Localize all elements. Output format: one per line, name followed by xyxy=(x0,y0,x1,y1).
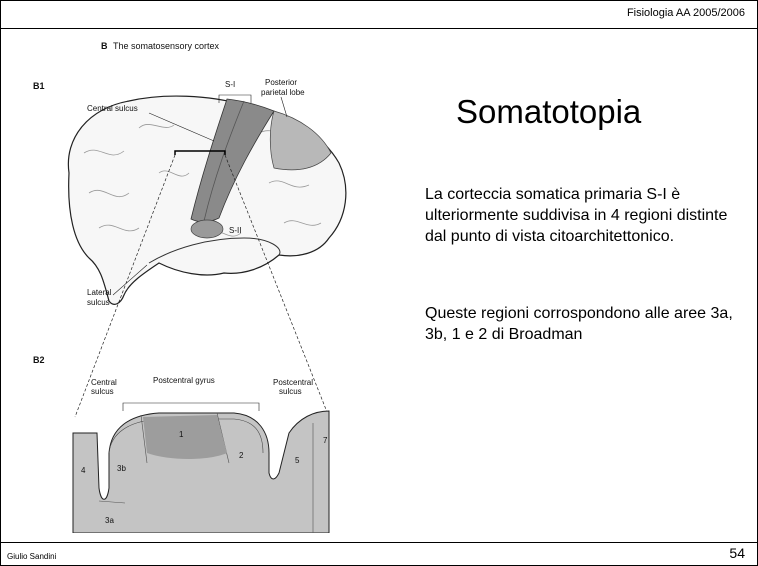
area-1-label: 1 xyxy=(179,430,184,439)
course-label: Fisiologia AA 2005/2006 xyxy=(627,7,745,19)
parietal-lobe-label: parietal lobe xyxy=(261,88,305,97)
paragraph-1: La corteccia somatica primaria S-I è ult… xyxy=(425,184,745,247)
posterior-label: Posterior xyxy=(265,78,297,87)
somatosensory-cortex-figure: B The somatosensory cortex B1 Central su… xyxy=(29,33,359,533)
header-divider xyxy=(1,28,757,29)
central-sulcus-label: Central sulcus xyxy=(87,104,138,113)
author-label: Giulio Sandini xyxy=(7,552,56,561)
panel-b-title: The somatosensory cortex xyxy=(113,41,220,51)
area-3a-label: 3a xyxy=(105,516,114,525)
posterior-parietal-region xyxy=(270,111,331,170)
postcentral-bracket xyxy=(123,403,259,411)
paragraph-2: Queste regioni corrospondono alle aree 3… xyxy=(425,303,745,345)
area-5-label: 5 xyxy=(295,456,300,465)
footer-divider xyxy=(1,542,757,543)
area-2-label: 2 xyxy=(239,451,244,460)
s2-label: S-II xyxy=(229,226,241,235)
area-4-label: 4 xyxy=(81,466,86,475)
postcentral-sulcus-label: sulcus xyxy=(279,387,302,396)
area-1-fill xyxy=(143,415,227,459)
s2-region xyxy=(191,220,223,238)
lateral-label: Lateral xyxy=(87,288,112,297)
page-number: 54 xyxy=(729,545,745,561)
area-3b-label: 3b xyxy=(117,464,126,473)
figure-svg: B The somatosensory cortex B1 Central su… xyxy=(29,33,359,533)
panel-b-letter: B xyxy=(101,41,108,51)
slide-title: Somatotopia xyxy=(456,93,641,131)
lateral-sulcus-label: sulcus xyxy=(87,298,110,307)
central-label: Central xyxy=(91,378,117,387)
b1-label: B1 xyxy=(33,81,45,91)
central-sulcus-b2-label: sulcus xyxy=(91,387,114,396)
s1-label: S-I xyxy=(225,80,235,89)
postcentral-gyrus-label: Postcentral gyrus xyxy=(153,376,215,385)
b2-label: B2 xyxy=(33,355,45,365)
postcentral-label: Postcentral xyxy=(273,378,313,387)
area-7-label: 7 xyxy=(323,436,328,445)
